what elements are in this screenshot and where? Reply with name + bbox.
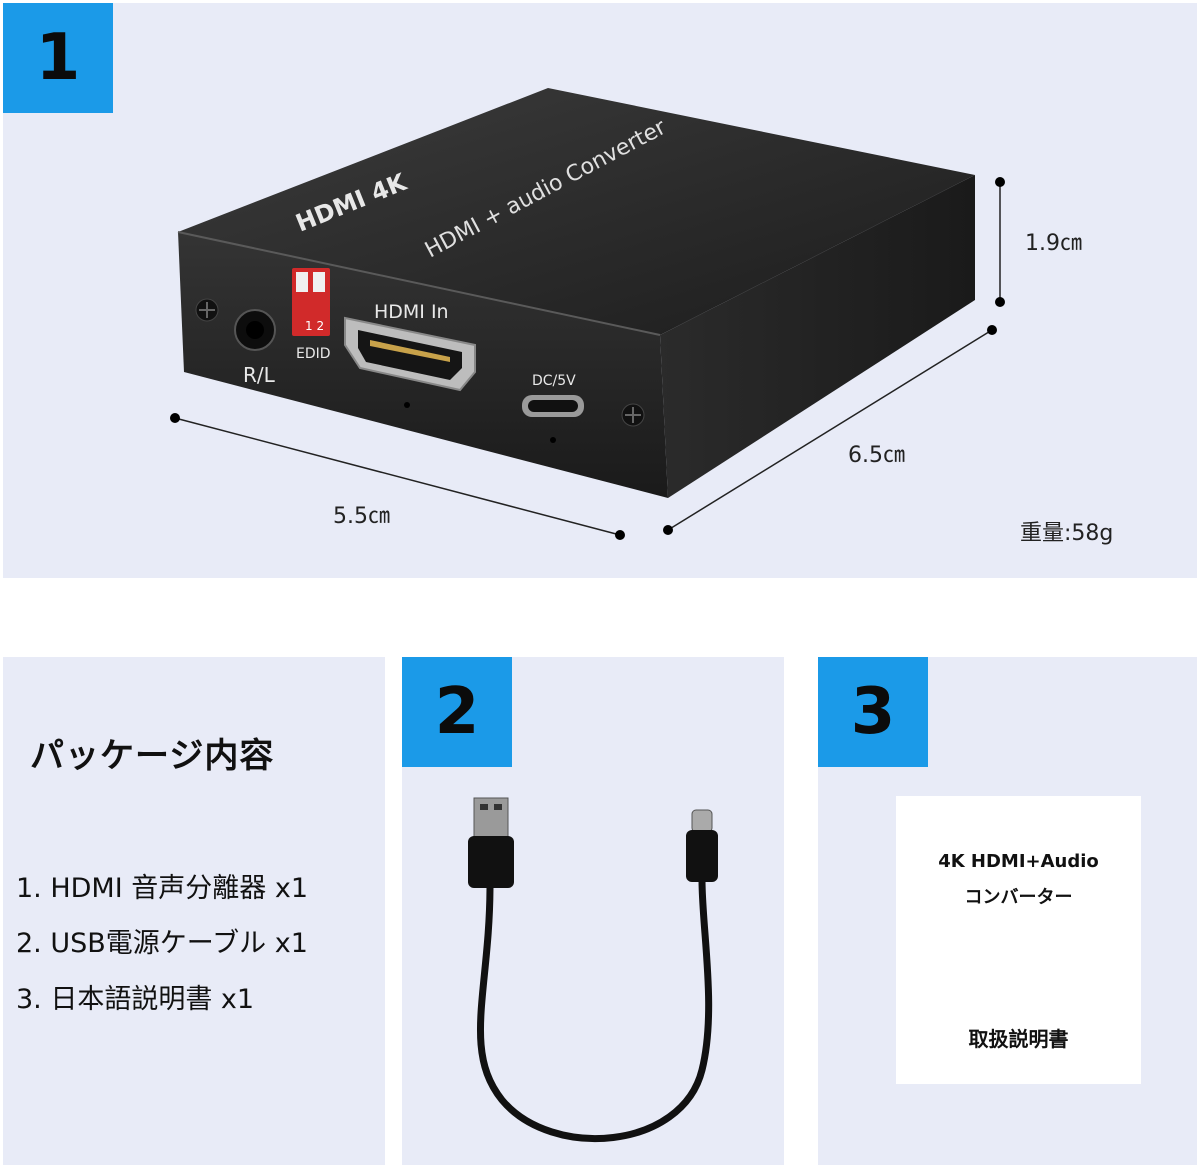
device-top-face <box>178 88 975 335</box>
manual-title-line2: コンバーター <box>964 887 1073 908</box>
usb-a-plug-icon <box>468 797 514 888</box>
badge-3: 3 <box>818 657 928 767</box>
screw-icon <box>195 298 219 322</box>
width-dimension: 5.5㎝ <box>333 504 390 529</box>
audio-jack-icon <box>234 309 276 351</box>
manual-subtitle: 取扱説明書 <box>968 1027 1069 1051</box>
switch-numbers: 1 2 <box>305 319 324 333</box>
weight-label: 重量:58g <box>1020 521 1114 546</box>
manual-title-line1: 4K HDMI+Audio <box>938 851 1099 872</box>
edid-switch <box>292 268 330 336</box>
audio-port-label: R/L <box>243 363 276 387</box>
usb-cable-illustration <box>468 797 718 1143</box>
screw-icon <box>621 403 645 427</box>
device-side-face <box>660 175 975 498</box>
hdmi-in-label: HDMI In <box>374 301 449 323</box>
package-title: パッケージ内容 <box>30 736 275 776</box>
edid-label: EDID <box>296 346 331 362</box>
hdmi-port-icon <box>344 316 476 392</box>
badge-1: 1 <box>3 3 113 113</box>
micro-usb-port-icon <box>522 395 584 417</box>
package-item: 2. USB電源ケーブル x1 <box>16 928 308 959</box>
manual-booklet: 4K HDMI+Audio コンバーター 取扱説明書 <box>896 796 1141 1084</box>
power-port-label: DC/5V <box>532 373 576 389</box>
height-dimension: 1.9㎝ <box>1025 231 1082 256</box>
usb-c-plug-icon <box>686 809 718 882</box>
badge-2: 2 <box>402 657 512 767</box>
package-contents-panel <box>3 657 385 1165</box>
package-item: 1. HDMI 音声分離器 x1 <box>16 873 309 904</box>
dimension-lines <box>170 177 1005 540</box>
package-item: 3. 日本語説明書 x1 <box>16 984 255 1015</box>
depth-dimension: 6.5㎝ <box>848 443 905 468</box>
device-illustration: HDMI 4K HDMI + audio Converter R/L 1 2 E… <box>170 88 1005 540</box>
